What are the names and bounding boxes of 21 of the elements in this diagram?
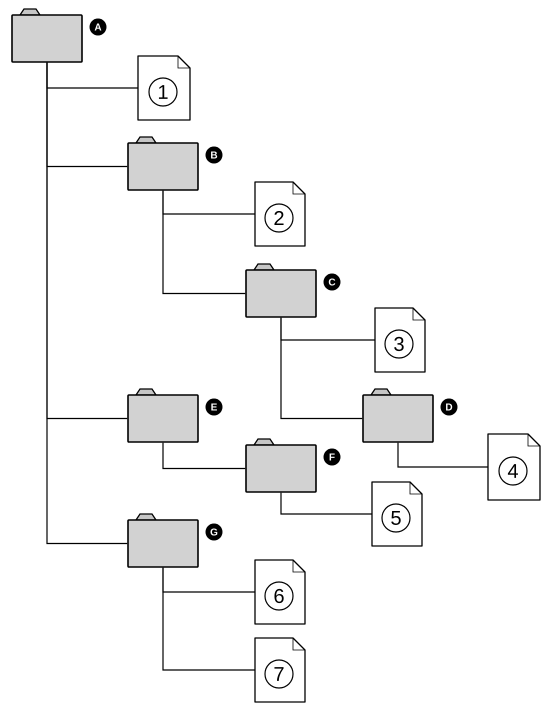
tree-line [46, 62, 128, 544]
letter-badge: E [206, 398, 222, 416]
file-number: 6 [274, 588, 284, 604]
letter-badge: G [206, 524, 222, 540]
letter-badge: C [324, 274, 340, 290]
tree-line [280, 492, 372, 515]
file-number: 3 [394, 336, 404, 352]
letter-badge: F [324, 448, 340, 466]
file-number: 4 [508, 464, 518, 478]
tree-line [397, 442, 488, 468]
letter-badge: B [206, 146, 222, 164]
letter-badge: D [440, 398, 458, 416]
letter-badge: A [90, 18, 106, 36]
file-number: 7 [274, 667, 284, 681]
tree-line [162, 568, 255, 671]
file-number: 2 [274, 211, 284, 225]
file-number: 1 [158, 85, 168, 99]
tree-line [162, 190, 246, 294]
tree-line [280, 318, 362, 420]
file-number: 5 [391, 511, 401, 525]
tree-line [162, 442, 246, 470]
